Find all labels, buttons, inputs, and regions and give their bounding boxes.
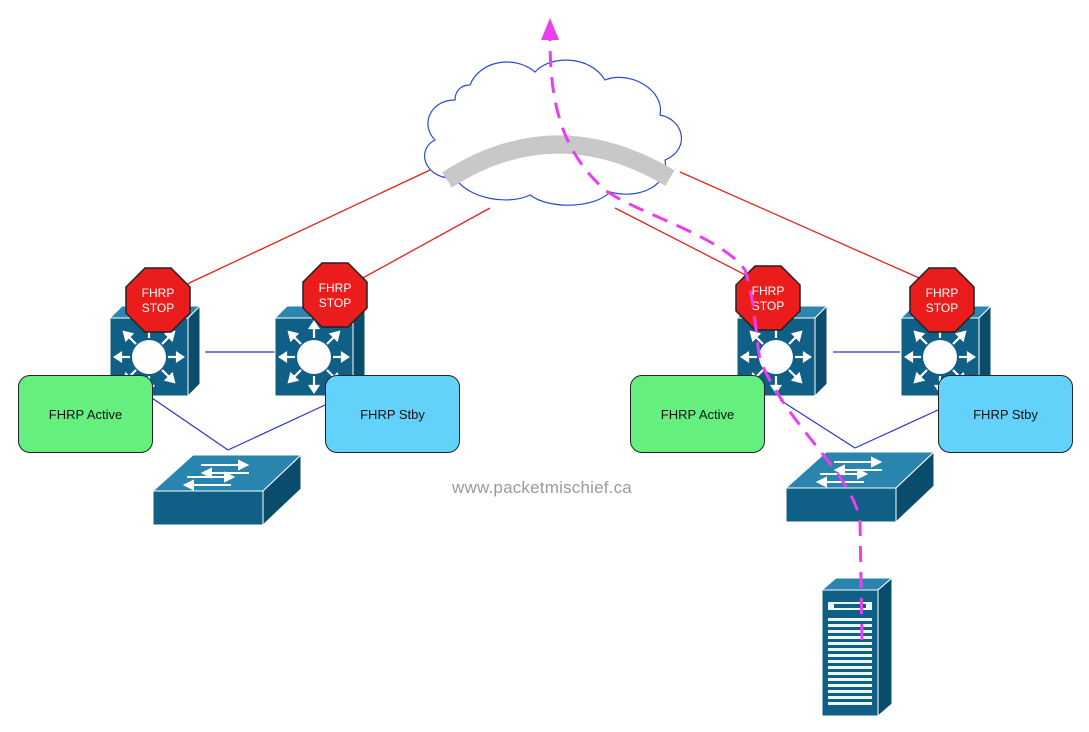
stop-text-line2: STOP (926, 301, 958, 315)
stop-sign-right-1: FHRP STOP (735, 265, 801, 331)
stop-sign-icon (125, 267, 191, 333)
l2-switch-icon (785, 451, 935, 523)
lan-links-left (151, 351, 326, 451)
traffic-path (541, 18, 864, 641)
fhrp-stby-box-left: FHRP Stby (325, 375, 460, 453)
stop-text-line1: FHRP (319, 281, 352, 295)
traffic-arrowhead-icon (541, 18, 559, 40)
stop-sign-left-1: FHRP STOP (125, 267, 191, 333)
stop-sign-icon (302, 262, 368, 328)
stop-text-line1: FHRP (752, 284, 785, 298)
watermark-text: www.packetmischief.ca (452, 478, 632, 497)
wan-links (184, 169, 936, 286)
stop-text-line1: FHRP (142, 286, 175, 300)
cloud-icon (424, 59, 682, 206)
stop-text-line2: STOP (142, 301, 174, 315)
l2-switch-icon (152, 454, 302, 526)
stop-text-line1: FHRP (926, 286, 959, 300)
stop-sign-left-2: FHRP STOP (302, 262, 368, 328)
stop-text-line2: STOP (319, 296, 351, 310)
fhrp-stby-label: FHRP Stby (973, 406, 1038, 422)
fhrp-active-box-right: FHRP Active (630, 375, 765, 453)
fhrp-stby-label: FHRP Stby (360, 406, 425, 422)
fhrp-stby-box-right: FHRP Stby (938, 375, 1073, 453)
fhrp-active-label: FHRP Active (660, 406, 735, 422)
stop-sign-icon (909, 267, 975, 333)
stop-sign-right-2: FHRP STOP (909, 267, 975, 333)
fhrp-active-label: FHRP Active (48, 406, 123, 422)
stop-text-line2: STOP (752, 299, 784, 313)
fhrp-active-box-left: FHRP Active (18, 375, 153, 453)
lan-links-right (779, 351, 939, 449)
server-icon (820, 576, 894, 718)
